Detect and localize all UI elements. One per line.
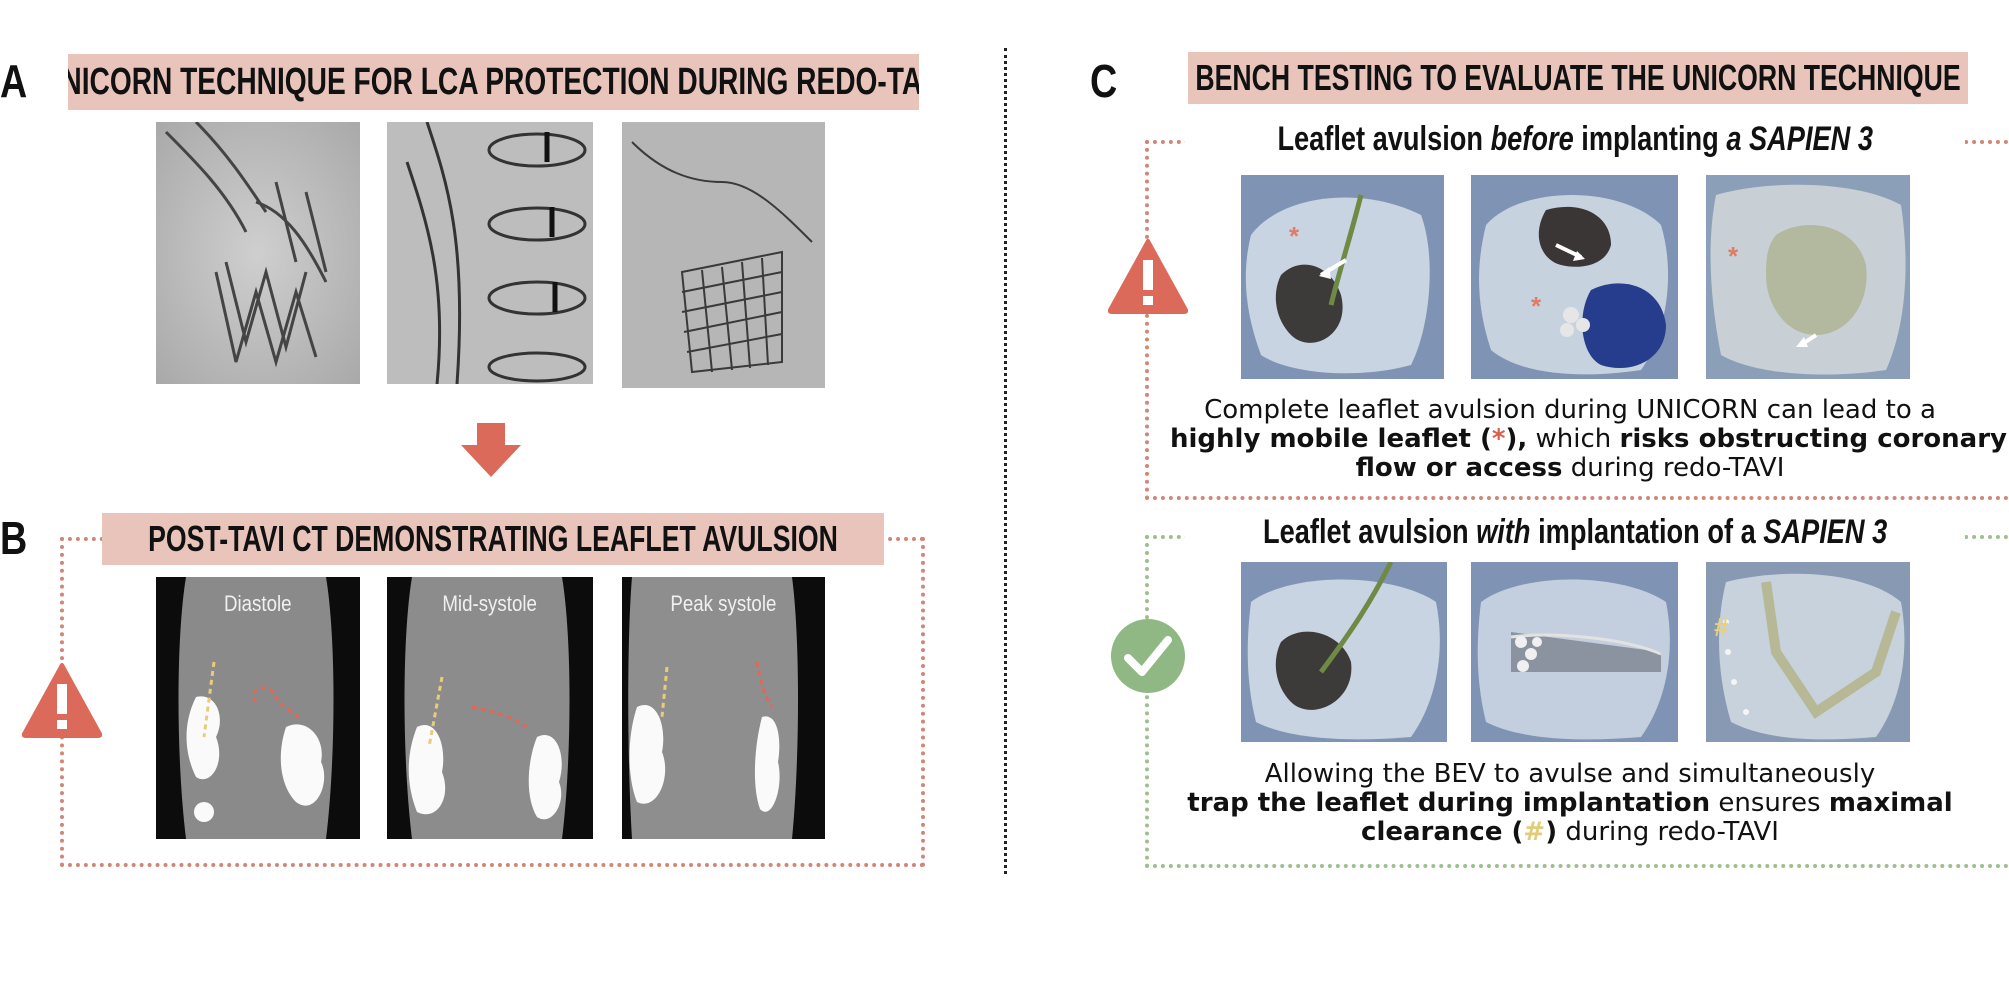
warning-triangle-icon [1107,238,1189,314]
ct-label-peak-systole: Peak systole [670,591,777,616]
ct-image-peak-systole: Peak systole [622,577,825,839]
svg-text:#: # [1714,612,1729,642]
bench-bottom-title: Leaflet avulsion with implantation of a … [1185,513,1965,557]
fluoro-image-1 [156,122,360,384]
svg-text:*: * [1728,241,1739,271]
bench-top-title: Leaflet avulsion before implanting a SAP… [1185,120,1965,164]
bench-top-image-2: * [1471,175,1678,379]
panel-divider [1004,48,1007,874]
bench-bottom-caption-line1: Allowing the BEV to avulse and simultane… [1264,759,1876,789]
svg-text:*: * [1531,291,1542,321]
bench-bottom-image-1 [1241,562,1447,742]
panel-letter-c: C [1090,55,1118,107]
bench-bottom-caption-line3: clearance (#) during redo-TAVI [1361,817,1779,847]
ct-label-diastole: Diastole [224,591,292,616]
ct-label-mid-systole: Mid-systole [442,591,538,616]
panel-b-banner-text: POST-TAVI CT DEMONSTRATING LEAFLET AVULS… [148,518,838,559]
bench-bottom-image-3: # [1706,562,1910,742]
checkmark-circle-icon [1110,618,1186,694]
bench-bottom-caption: Allowing the BEV to avulse and simultane… [1170,760,1970,847]
svg-text:*: * [1289,221,1300,251]
panel-a-banner-text: UNICORN TECHNIQUE FOR LCA PROTECTION DUR… [68,60,919,103]
ct-image-diastole: Diastole [156,577,360,839]
panel-b-banner: POST-TAVI CT DEMONSTRATING LEAFLET AVULS… [102,513,884,565]
bench-bottom-image-2 [1471,562,1678,742]
warning-triangle-icon [21,662,103,738]
fluoro-image-2 [387,122,593,384]
bench-top-caption-line3: flow or access during redo-TAVI [1355,453,1785,483]
panel-letter-a: A [0,55,28,107]
panel-a-banner: UNICORN TECHNIQUE FOR LCA PROTECTION DUR… [68,54,919,110]
bench-top-image-1: * [1241,175,1444,379]
bench-top-caption-line2: highly mobile leaflet (*), which risks o… [1170,424,2007,454]
panel-c-banner-text: BENCH TESTING TO EVALUATE THE UNICORN TE… [1195,57,1961,98]
bench-bottom-caption-line2: trap the leaflet during implantation ens… [1187,788,1953,818]
bench-top-caption: Complete leaflet avulsion during UNICORN… [1170,395,2007,483]
bench-top-image-3: * [1706,175,1910,379]
fluoro-image-3 [622,122,825,388]
panel-c-banner: BENCH TESTING TO EVALUATE THE UNICORN TE… [1188,52,1968,104]
ct-image-mid-systole: Mid-systole [387,577,593,839]
bench-top-caption-line1: Complete leaflet avulsion during UNICORN… [1204,395,1936,425]
panel-letter-b: B [0,512,28,564]
down-arrow-icon [461,423,521,477]
